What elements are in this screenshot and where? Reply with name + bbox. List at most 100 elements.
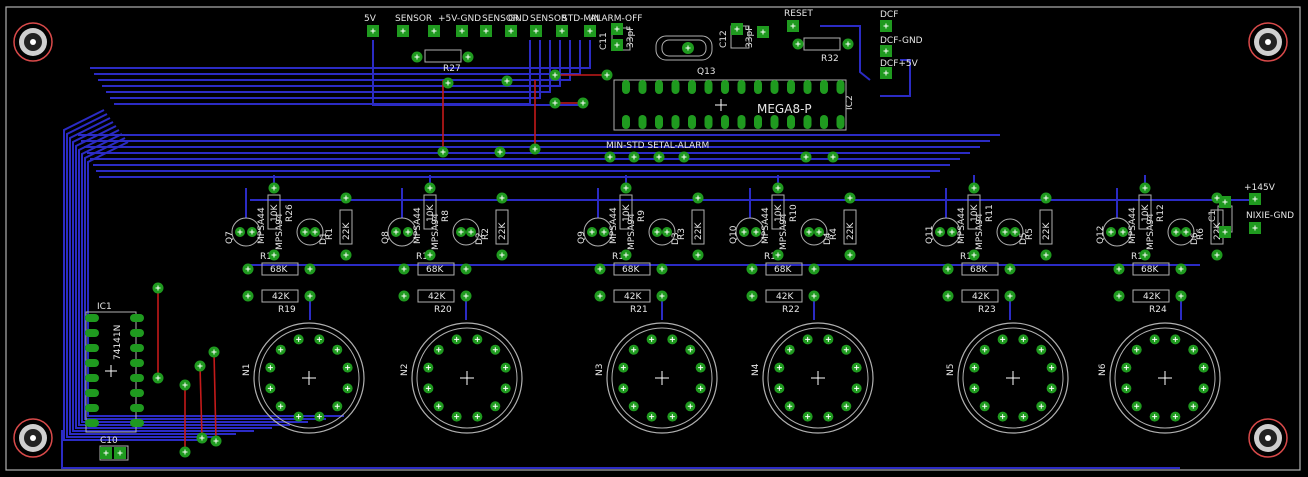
trace-layer (61, 25, 1250, 469)
resistor-body (691, 209, 705, 245)
pad-mark (504, 78, 510, 84)
resistor-body (961, 262, 999, 276)
transistor-outline (231, 217, 261, 247)
ic2-pin (836, 115, 845, 129)
pad-mark (1038, 403, 1044, 409)
resistor-value: 10K (622, 204, 632, 222)
pad-mark (620, 385, 626, 391)
pad-mark (1201, 385, 1207, 391)
resistor-ref: R17 (960, 252, 978, 262)
power-trace (372, 40, 580, 106)
pad-mark (440, 149, 446, 155)
label-ic1-val: 74141N (113, 325, 123, 360)
bus-trace (84, 137, 326, 420)
pad-mark (971, 385, 977, 391)
bus-trace (72, 121, 254, 432)
transistor-value: MPSA44 (609, 207, 619, 244)
transistor-value: MPSA44 (761, 207, 771, 244)
pad-mark (503, 385, 509, 391)
ic1-pin (130, 314, 144, 322)
pad-mark (458, 229, 464, 235)
resistor-value: 68K (1141, 265, 1159, 275)
ic2-pin (688, 80, 696, 94)
ic2-pin (671, 80, 680, 94)
pad-mark (1043, 252, 1049, 258)
pad-mark (117, 450, 123, 456)
pad-mark (334, 347, 340, 353)
pad-mark (454, 336, 460, 342)
board-outline (5, 6, 1301, 471)
label-std-min: STD-MIN (562, 14, 601, 24)
pad-mark (182, 382, 188, 388)
pad-mark (883, 23, 889, 29)
pad-mark (845, 41, 851, 47)
dcf-trace (880, 59, 911, 97)
pad-mark (296, 414, 302, 420)
pad-mark (695, 252, 701, 258)
resistor-value: 68K (426, 265, 444, 275)
pad-mark (945, 266, 951, 272)
bus-trace (98, 40, 571, 81)
pad-mark (316, 414, 322, 420)
nixie-outline-inner (416, 327, 518, 429)
transistor-ref: Q12 (1096, 225, 1106, 244)
nixie-center (1006, 371, 1020, 385)
pad-mark (843, 347, 849, 353)
pad-mark (854, 385, 860, 391)
resistor-value: 22K (694, 222, 704, 240)
r27-body (424, 49, 462, 63)
resistor-body (613, 262, 651, 276)
pad-mark (1043, 195, 1049, 201)
resistor-value: 42K (272, 292, 290, 302)
transistor-ref: Q9 (577, 231, 587, 244)
resistor-body (961, 289, 999, 303)
transistor-outline (583, 217, 613, 247)
resistor-ref: R6 (1196, 228, 1206, 240)
pad-mark (1020, 414, 1026, 420)
pad-mark (749, 266, 755, 272)
pad-mark (654, 229, 660, 235)
bus-trace (63, 109, 200, 441)
resistor-body (771, 194, 785, 230)
resistor-body (613, 289, 651, 303)
pad-mark (631, 154, 637, 160)
pad-mark (431, 28, 437, 34)
pad-mark (1123, 365, 1129, 371)
pad-mark (1002, 229, 1008, 235)
resistor-ref: R2 (481, 228, 491, 240)
resistor-body (339, 209, 353, 245)
pad-mark (604, 72, 610, 78)
pad-mark (307, 293, 313, 299)
resistor-value: 42K (972, 292, 990, 302)
pad-mark (199, 435, 205, 441)
pad-mark (427, 185, 433, 191)
pad-mark (278, 347, 284, 353)
resistor-value: 10K (270, 204, 280, 222)
pad-mark (587, 28, 593, 34)
pad-mark (1007, 293, 1013, 299)
pad-mark (698, 385, 704, 391)
label-c10: C10 (100, 436, 118, 446)
mount-holes (13, 22, 1288, 458)
pad-mark (459, 28, 465, 34)
pad-mark (1116, 266, 1122, 272)
ic2-origin (715, 99, 727, 111)
resistor-ref: R19 (278, 305, 296, 315)
resistor-ref: R5 (1025, 228, 1035, 240)
pad-mark (1190, 347, 1196, 353)
resistor-ref: R23 (978, 305, 996, 315)
pad-mark (805, 414, 811, 420)
resistor-ref: R22 (782, 305, 800, 315)
transistor-value-b: MPSA94 (275, 213, 285, 250)
mount-hole-ring (13, 22, 53, 62)
resistor-ref: R8 (441, 210, 451, 222)
pad-mark (854, 365, 860, 371)
mount-hole-center (30, 39, 36, 45)
pad-mark (620, 365, 626, 371)
pad-mark (1007, 266, 1013, 272)
resistor-value: 10K (426, 204, 436, 222)
pad-mark (659, 293, 665, 299)
bus-trace (106, 40, 551, 93)
nixie-outline-inner (962, 327, 1064, 429)
bus-trace (66, 113, 218, 438)
